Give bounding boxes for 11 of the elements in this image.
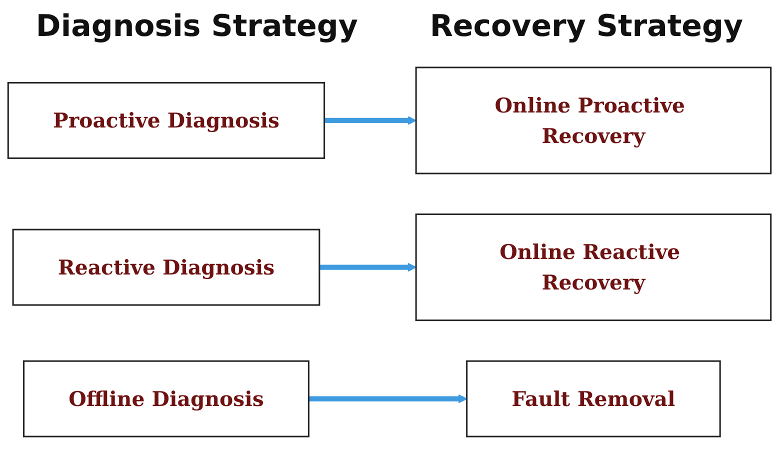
node-box: Proactive Diagnosis [7,82,326,159]
node-box: Online Proactive Recovery [415,66,772,174]
arrow [308,394,468,404]
arrow [319,262,416,272]
column-heading: Diagnosis Strategy [36,8,358,44]
node-box: Online Reactive Recovery [415,214,772,322]
node-box: Offline Diagnosis [23,360,310,438]
node-box: Fault Removal [466,360,721,438]
column-heading: Recovery Strategy [430,8,744,44]
node-box: Reactive Diagnosis [12,228,320,306]
arrow [324,116,416,125]
